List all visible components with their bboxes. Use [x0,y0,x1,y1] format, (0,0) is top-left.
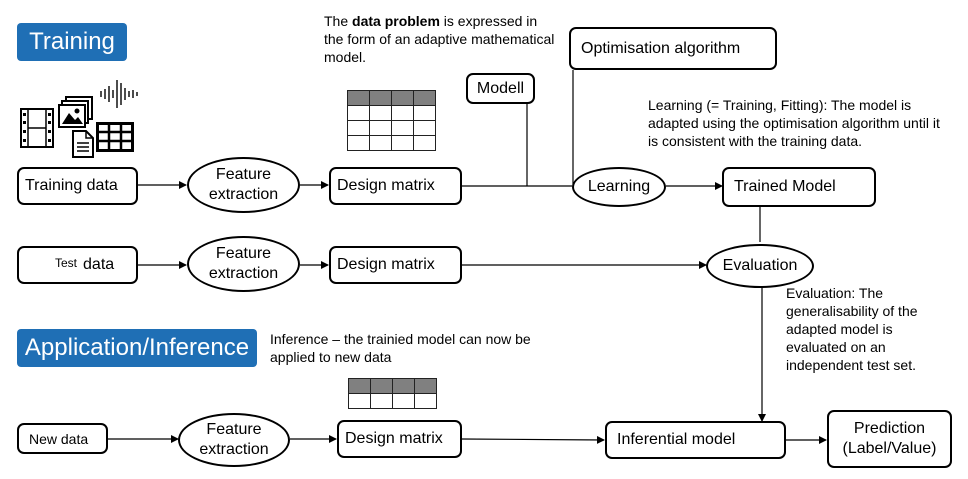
feature-extraction-ellipse-3: Feature extraction [178,413,290,467]
trained-model-box: Trained Model [722,167,876,207]
evaluation-ellipse: Evaluation [706,244,814,288]
edge-matrix-to-inferential [461,435,605,444]
learning-note: Learning (= Training, Fitting): The mode… [648,97,940,149]
training-badge: Training [17,23,127,61]
film-icon [20,108,54,148]
feature-extraction-ellipse-1: Feature extraction [187,157,300,213]
table-icon [96,122,134,152]
training-data-box: Training data [17,167,138,205]
inference-note: Inference – the trainied model can now b… [270,331,531,365]
feature-extraction-ellipse-2: Feature extraction [187,236,300,292]
design-matrix-box-2: Design matrix [329,246,462,284]
inference-matrix-grid-icon [348,378,437,409]
test-data-label-small: Test [55,256,78,270]
design-matrix-grid-icon [347,90,436,151]
data-problem-bold: data problem [352,13,440,29]
learning-ellipse: Learning [572,167,666,207]
design-matrix-box-3: Design matrix [337,420,462,458]
test-data-label: data [83,256,115,273]
modell-box: Modell [466,73,535,104]
design-matrix-box-1: Design matrix [329,167,462,205]
new-data-box: New data [17,423,108,454]
image-icon [58,96,93,128]
data-problem-note: The data problem is expressed in the for… [324,13,555,65]
document-icon [72,130,94,158]
audio-wave-icon [100,80,138,108]
test-data-box: Test data [17,246,138,284]
application-badge: Application/Inference [17,329,257,367]
prediction-box: Prediction (Label/Value) [827,410,952,468]
evaluation-note: Evaluation: The generalisability of the … [786,285,918,373]
optimisation-box: Optimisation algorithm [569,27,777,70]
inferential-model-box: Inferential model [605,421,786,459]
